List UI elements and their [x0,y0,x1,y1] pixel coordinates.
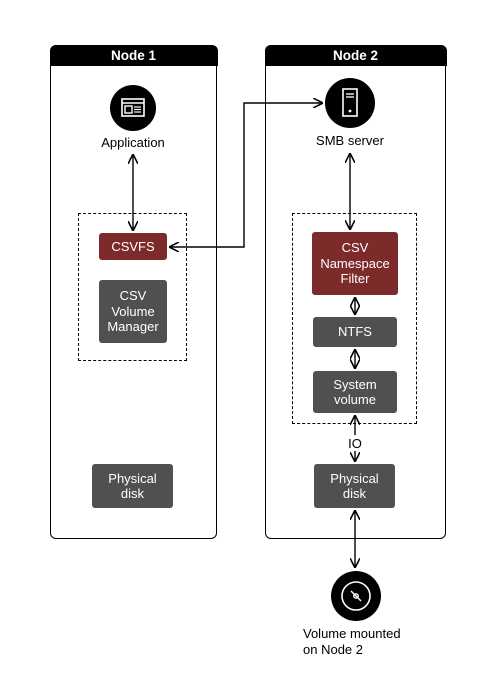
ntfs-box: NTFS [313,317,397,347]
csv-volume-manager-box: CSV Volume Manager [99,280,167,343]
csvfs-box: CSVFS [99,233,167,260]
application-label: Application [101,135,165,150]
node-2-physical-disk-box: Physical disk [314,464,395,508]
node-1-title: Node 1 [49,44,218,66]
io-label: IO [340,436,370,452]
server-icon [325,78,375,128]
system-volume-box: System volume [313,371,397,413]
disk-icon [331,571,381,621]
smb-server-label: SMB server [316,133,384,148]
csv-namespace-filter-box: CSV Namespace Filter [312,232,398,295]
node-1-physical-disk-box: Physical disk [92,464,173,508]
volume-mounted-label: Volume mounted on Node 2 [303,626,401,657]
node-2-title: Node 2 [264,44,447,66]
csvfs-smb-arrow [170,103,322,247]
application-window-icon [110,85,156,131]
